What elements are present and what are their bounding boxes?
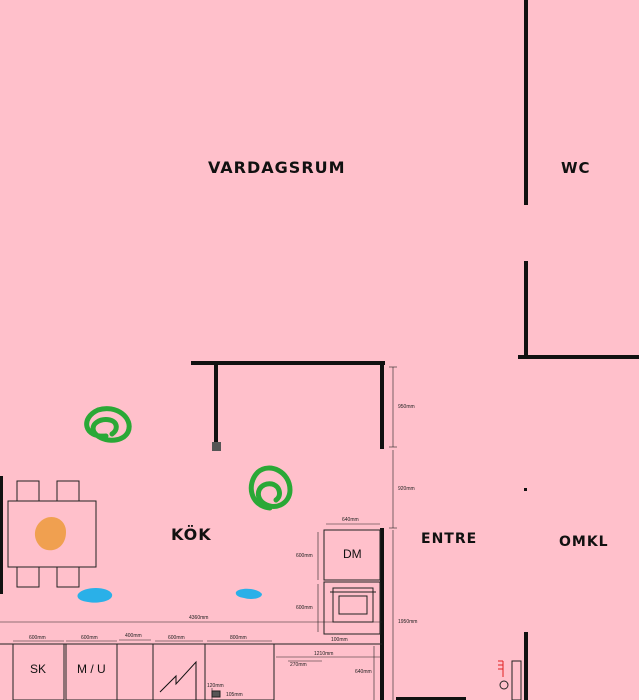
heater-symbol	[498, 660, 522, 700]
oven-cabinet	[323, 581, 381, 635]
dimension-600-sink: 600mm	[168, 635, 185, 641]
chair	[56, 480, 80, 502]
counter-cabinets	[0, 643, 382, 700]
appliance-label-dm: DM	[343, 547, 362, 561]
dimension-1210: 1210mm	[314, 651, 334, 657]
dimension-4360: 4360mm	[189, 615, 209, 621]
appliance-label-sk: SK	[30, 662, 47, 676]
oven-window	[338, 595, 368, 615]
appliance-label-mu: M / U	[77, 662, 106, 676]
dimension-105: 105mm	[226, 692, 243, 698]
drawer-cabinet	[116, 643, 154, 700]
dimension-100: 100mm	[331, 637, 348, 643]
dimension-950: 950mm	[398, 404, 415, 410]
orange-marker	[34, 517, 66, 551]
dimension-800: 800mm	[230, 635, 247, 641]
plant-marker	[248, 465, 293, 511]
stove-cabinet	[204, 643, 275, 700]
chair	[56, 566, 80, 588]
dimension-920: 920mm	[398, 486, 415, 492]
room-label-entre: ENTRE	[421, 531, 478, 547]
dimension-270: 270mm	[290, 662, 307, 668]
chair	[16, 480, 40, 502]
room-label-omkl: OMKL	[559, 534, 609, 550]
dimension-600-oven: 600mm	[296, 605, 313, 611]
sink-symbol	[159, 660, 197, 700]
room-label-kok: KÖK	[171, 525, 212, 544]
room-label-vardagsrum: VARDAGSRUM	[208, 158, 346, 177]
dimension-1950: 1950mm	[398, 619, 418, 625]
dining-table	[7, 480, 97, 588]
dimension-lines	[0, 366, 397, 700]
door-marker	[524, 488, 527, 491]
chair	[16, 566, 40, 588]
dishwasher	[323, 529, 381, 581]
blue-marker	[77, 588, 113, 603]
table	[7, 500, 97, 568]
dimension-640-bottom: 640mm	[355, 669, 372, 675]
column	[212, 442, 221, 451]
dimension-600-sk: 600mm	[29, 635, 46, 641]
dimension-600-mu: 600mm	[81, 635, 98, 641]
plant-marker	[84, 406, 132, 443]
dimension-640-top: 640mm	[342, 517, 359, 523]
dimension-120: 120mm	[207, 683, 224, 689]
dimension-600-dm: 600mm	[296, 553, 313, 559]
socket	[211, 690, 221, 698]
dimension-400: 400mm	[125, 633, 142, 639]
fridge-cabinet	[12, 643, 65, 700]
blue-marker	[235, 588, 262, 599]
room-label-wc: WC	[561, 159, 591, 177]
